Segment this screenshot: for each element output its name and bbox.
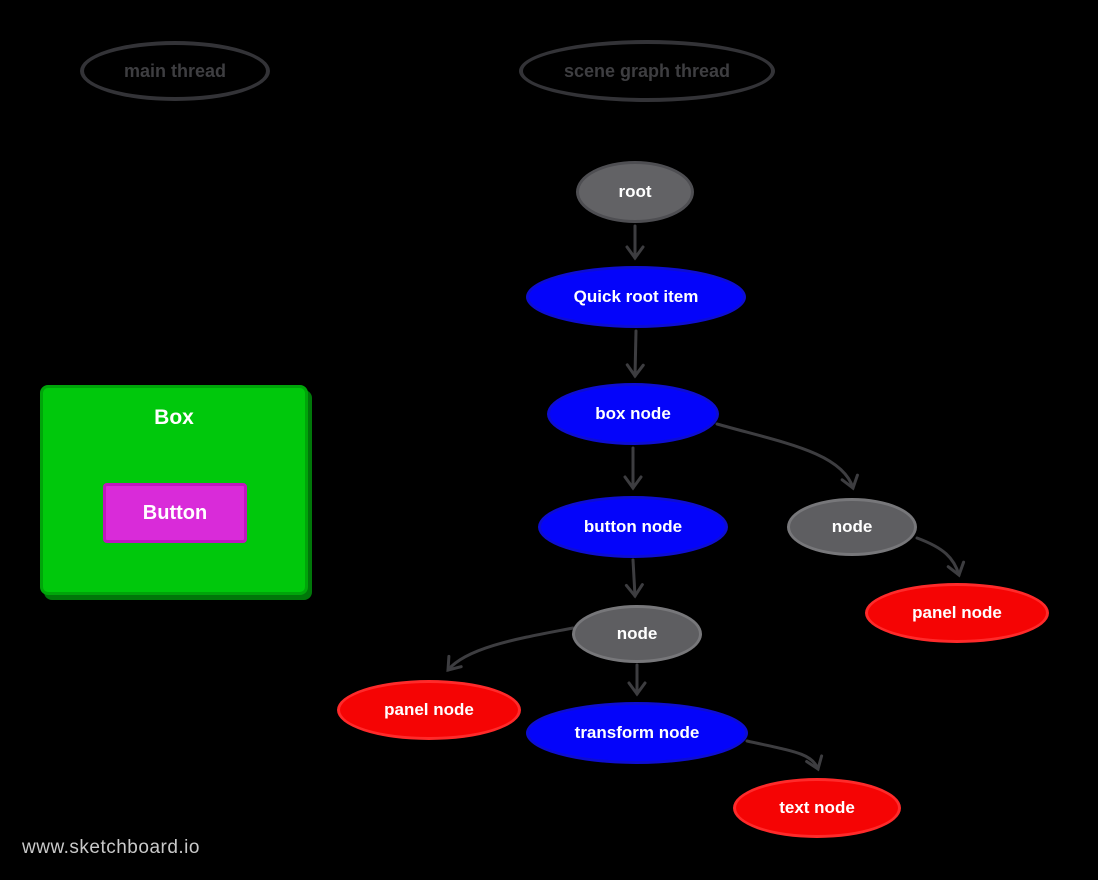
main-thread-label: main thread: [123, 60, 227, 81]
node-label: root: [618, 182, 652, 201]
node-label: transform node: [574, 723, 700, 742]
diagram-node-transform-node[interactable]: transform node: [526, 702, 748, 764]
node-label: node: [616, 624, 658, 643]
edge-box-node-to-node-right[interactable]: [715, 422, 859, 491]
sketchboard-watermark: www.sketchboard.io: [22, 837, 200, 858]
scene-graph-thread-ellipse[interactable]: scene graph thread: [519, 40, 775, 102]
node-label: text node: [779, 798, 855, 817]
node-label: button node: [583, 517, 683, 536]
node-label: Quick root item: [573, 287, 699, 306]
node-label: panel node: [384, 700, 474, 719]
diagram-node-panel-node-right[interactable]: panel node: [865, 583, 1049, 643]
diagram-node-node-mid[interactable]: node: [572, 605, 702, 663]
node-label: box node: [595, 404, 671, 423]
diagram-node-text-node[interactable]: text node: [733, 778, 901, 838]
diagram-node-quick-root-item[interactable]: Quick root item: [526, 266, 746, 328]
diagram-node-button-node[interactable]: button node: [538, 496, 728, 558]
edge-button-node-to-node-mid[interactable]: [624, 558, 644, 599]
scene-graph-thread-label: scene graph thread: [563, 60, 731, 81]
diagram-node-node-right[interactable]: node: [787, 498, 917, 556]
edge-node-mid-to-panel-node-left[interactable]: [446, 626, 575, 672]
node-label: panel node: [912, 603, 1002, 622]
node-label: node: [831, 517, 873, 536]
edge-node-right-to-panel-node-right[interactable]: [915, 536, 966, 578]
mock-ui-button[interactable]: Button: [103, 483, 247, 543]
edge-quick-root-item-to-box-node[interactable]: [625, 329, 645, 379]
diagram-node-root[interactable]: root: [576, 161, 694, 223]
edge-transform-node-to-text-node[interactable]: [745, 739, 824, 772]
diagram-node-panel-node-left[interactable]: panel node: [337, 680, 521, 740]
mock-ui-button-label: Button: [142, 501, 208, 524]
diagram-node-box-node[interactable]: box node: [547, 383, 719, 445]
main-thread-ellipse[interactable]: main thread: [80, 41, 270, 101]
mock-ui-box-label: Box: [154, 406, 194, 429]
